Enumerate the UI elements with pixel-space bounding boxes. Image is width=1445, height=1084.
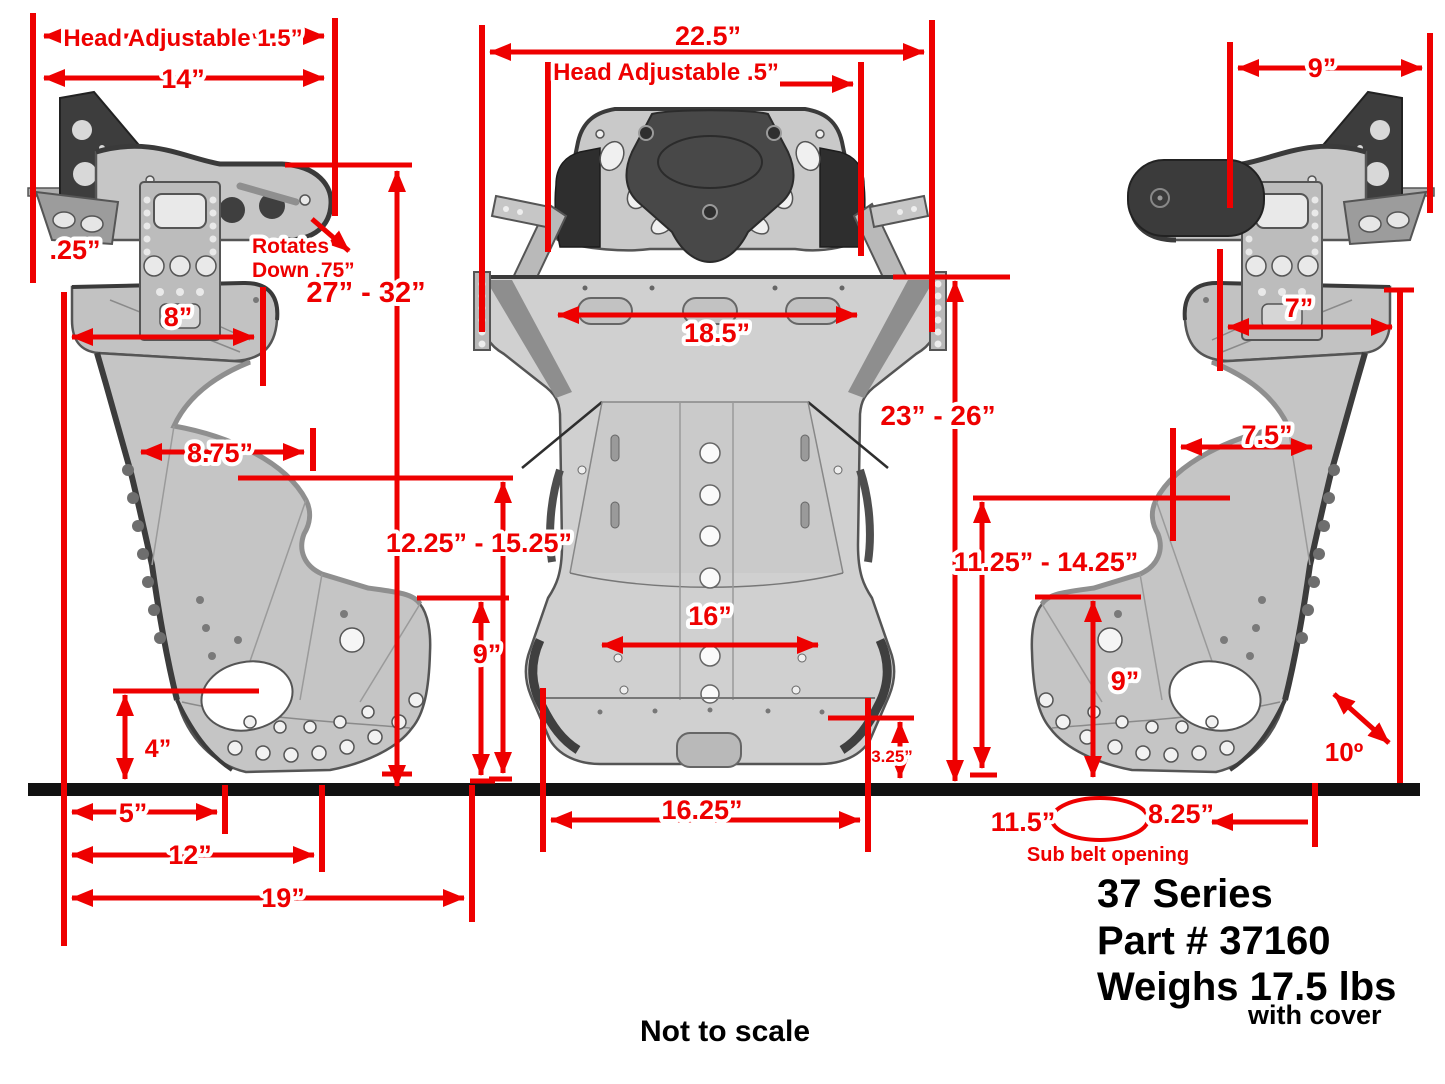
dim-9-left: 9” <box>417 595 509 784</box>
product-weight: Weighs 17.5 lbs <box>1097 965 1396 1009</box>
dim-22-5: 22.5” <box>479 17 935 332</box>
dim-23-26: 23” - 26” <box>876 274 1010 782</box>
dim-label: 19” <box>261 883 305 913</box>
dim-label: 12.25” - 15.25” <box>386 528 572 558</box>
dim-label: 12” <box>168 840 212 870</box>
dim-8-75: 8.75” <box>140 428 316 472</box>
product-weight-note: with cover <box>1247 1000 1382 1030</box>
dim-7-5: 7.5” <box>1170 416 1313 541</box>
dim-sub-belt-opening: 11.5” 8.25” Sub belt opening <box>987 783 1318 870</box>
dim-7: 7” <box>1217 249 1414 783</box>
note-rotates-down: Rotates Down .75” <box>248 217 359 286</box>
dim-label: 16” <box>688 601 732 631</box>
dim-4: 4” <box>113 688 259 780</box>
sub-belt-label: Sub belt opening <box>1027 844 1189 866</box>
head-pad <box>625 109 795 264</box>
product-part-number: Part # 37160 <box>1097 919 1331 963</box>
dim-10-degrees: 10º <box>1321 692 1391 771</box>
dim-label: 5” <box>119 798 148 828</box>
dim-14: 14” <box>43 60 325 98</box>
note-line1: Rotates <box>252 235 329 258</box>
dim-head-adjustable-0-5: Head Adjustable .5” <box>545 55 864 256</box>
dim-11-25-14-25: 11.25” - 14.25” <box>950 495 1230 778</box>
dim-label: 16.25” <box>661 795 742 825</box>
head-pad-cylinder <box>1127 159 1265 237</box>
dim-label: 10º <box>1325 737 1364 767</box>
dim-9-right: 9” <box>1035 594 1143 778</box>
dim-label: 22.5” <box>675 21 741 51</box>
dim-12: 12” <box>71 785 325 874</box>
dim-label: Head Adjustable .5” <box>553 59 779 86</box>
dim-label: 14” <box>161 64 205 94</box>
dim-head-adjustable-1-5: Head Adjustable 1.5” <box>30 13 338 283</box>
dim-label: 23” - 26” <box>880 400 995 431</box>
ground-line <box>28 783 1420 796</box>
dim-16-25: 16.25” <box>540 688 871 852</box>
dim-label: 11.5” <box>991 807 1056 837</box>
dim-label: 9” <box>1111 666 1140 696</box>
dim-16: 16” <box>601 597 819 654</box>
seat-side-view-left <box>27 90 432 774</box>
dim-19: 19” <box>71 785 475 922</box>
dim-label: 18.5” <box>684 318 750 348</box>
dim-label: 3.25” <box>871 747 913 766</box>
dim-label: 9” <box>1308 53 1337 83</box>
dim-label: Head Adjustable 1.5” <box>63 25 302 52</box>
dim-label: .25” <box>49 235 100 265</box>
belt-hole <box>200 660 294 732</box>
dim-3-25: 3.25” <box>828 715 917 779</box>
dim-label: 8.75” <box>187 438 253 468</box>
dim-label: 4” <box>145 735 171 763</box>
dim-label: 9” <box>473 639 502 669</box>
dim-5: 5” <box>61 292 228 946</box>
seat-front-view <box>473 107 947 768</box>
dim-label: 7” <box>1285 293 1314 323</box>
dim-label: 11.25” - 14.25” <box>954 547 1139 577</box>
product-series: 37 Series <box>1097 872 1273 916</box>
dim-18-5: 18.5” <box>557 306 858 352</box>
product-info: 37 Series Part # 37160 Weighs 17.5 lbs w… <box>1097 872 1396 1030</box>
dim-label: 8” <box>164 302 193 332</box>
dim-label: 27” - 32” <box>306 277 425 309</box>
dim-9-top-right: 9” <box>1227 33 1433 213</box>
dim-025: .25” <box>45 231 104 269</box>
rear-mount-plate <box>139 181 221 341</box>
dim-12-25-15-25: 12.25” - 15.25” <box>238 475 576 782</box>
dim-8: 8” <box>71 287 266 386</box>
dim-label: 8.25” <box>1148 799 1214 829</box>
dim-label: 7.5” <box>1241 420 1292 450</box>
note-line2: Down .75” <box>252 259 355 282</box>
sub-belt-opening-ellipse <box>1050 796 1150 842</box>
pan-cutout <box>676 732 742 768</box>
not-to-scale-note: Not to scale <box>640 1015 810 1048</box>
